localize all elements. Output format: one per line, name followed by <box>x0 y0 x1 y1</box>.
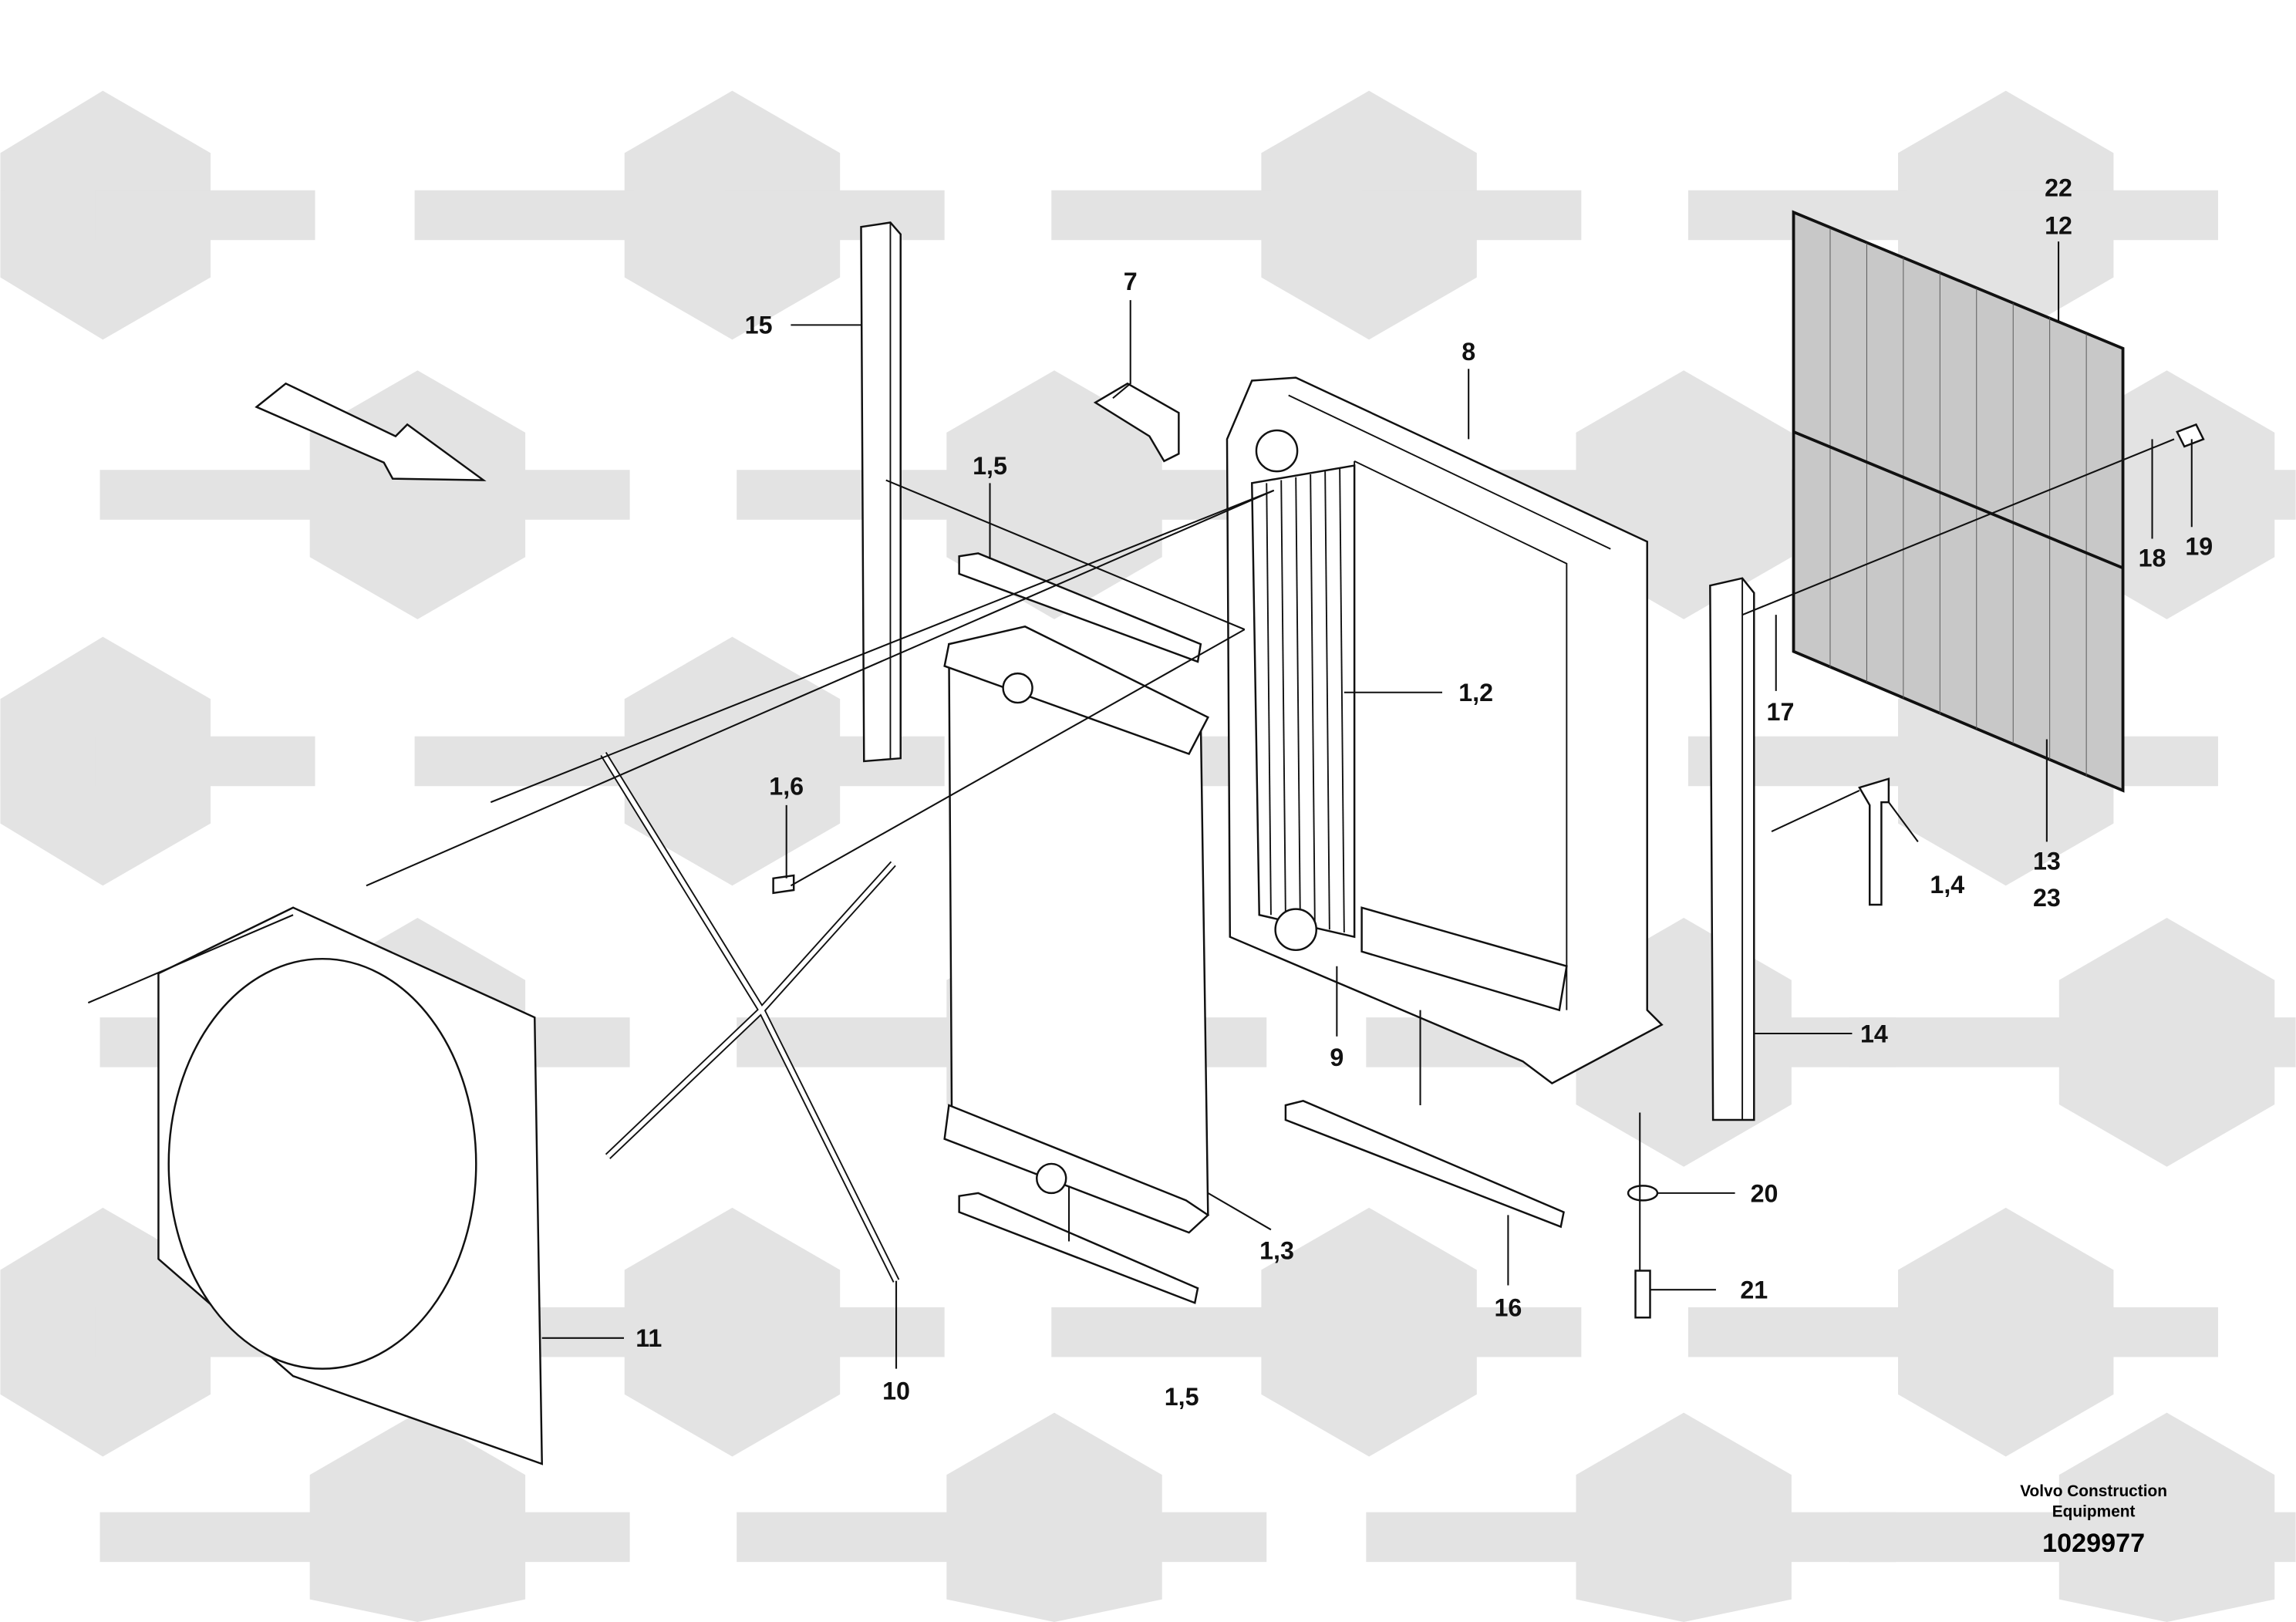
watermark-band <box>1366 1512 1586 1563</box>
callout-16: 16 <box>1494 1293 1522 1321</box>
watermark-band <box>724 1307 945 1357</box>
watermark-band <box>1998 190 2218 241</box>
watermark-tile <box>1849 918 2296 1167</box>
watermark-band <box>737 470 956 520</box>
callout-13: 13 <box>2033 847 2061 875</box>
watermark-band <box>1051 190 1271 241</box>
part-19-wing-nut <box>2176 423 2205 448</box>
watermark-band <box>410 1512 630 1563</box>
watermark-tile <box>1687 1207 2218 1457</box>
watermark-tile <box>414 1207 945 1457</box>
upper-pipe-port <box>1255 429 1299 473</box>
part-15-support-bar <box>860 221 902 763</box>
watermark-tile <box>99 1412 630 1622</box>
part-16-seal-strip <box>1284 1100 1565 1229</box>
callout-1-4: 1,4 <box>1930 871 1964 899</box>
callout-8: 8 <box>1462 338 1475 366</box>
cooler-fins <box>1266 468 1345 933</box>
watermark-band <box>2159 470 2296 520</box>
watermark-band <box>1849 1017 2069 1067</box>
watermark-tile <box>1849 1412 2296 1622</box>
watermark-band <box>1687 1307 1908 1357</box>
watermark-band <box>1361 1307 1582 1357</box>
watermark-tile <box>0 1207 315 1457</box>
watermark-band <box>0 1307 5 1357</box>
part-7-bracket <box>1093 382 1180 463</box>
watermark-band <box>724 190 945 241</box>
lower-pipe-port <box>1274 908 1318 952</box>
company-name-line2: Equipment <box>2052 1502 2136 1520</box>
company-name-line1: Volvo Construction <box>2020 1482 2167 1500</box>
part-21-bolt <box>1634 1270 1651 1319</box>
callout-17: 17 <box>1767 698 1795 726</box>
watermark-band <box>1361 190 1582 241</box>
callout-10: 10 <box>882 1378 910 1405</box>
part-1-6-fitting <box>772 874 795 895</box>
part-1-5-seal-strip-bottom <box>958 1192 1199 1304</box>
part-20-washer <box>1627 1185 1659 1202</box>
callout-15: 15 <box>745 312 773 339</box>
watermark-band <box>0 190 5 241</box>
callout-9: 9 <box>1330 1044 1344 1071</box>
callout-18: 18 <box>2139 545 2166 572</box>
fan-opening <box>167 957 477 1370</box>
watermark-tile <box>1051 90 1582 340</box>
watermark-band <box>2159 1512 2296 1563</box>
callout-20: 20 <box>1751 1179 1778 1207</box>
callout-21: 21 <box>1740 1276 1768 1304</box>
leader-lines <box>87 241 2193 1369</box>
callout-23: 23 <box>2033 884 2061 912</box>
watermark-band <box>414 190 635 241</box>
watermark-band <box>95 736 315 787</box>
callout-1-3: 1,3 <box>1259 1236 1294 1264</box>
watermark-band <box>2159 1017 2296 1067</box>
callout-1-6: 1,6 <box>769 773 804 801</box>
callout-1-5-bottom: 1,5 <box>1165 1383 1199 1411</box>
part-1-5-seal-strip-top <box>958 552 1202 663</box>
watermark-band <box>1849 1512 2069 1563</box>
watermark-band <box>99 470 320 520</box>
watermark-band <box>1051 1307 1271 1357</box>
watermark-band <box>1047 1512 1267 1563</box>
drawing-number: 1029977 <box>2042 1529 2145 1558</box>
callout-7: 7 <box>1124 268 1138 295</box>
watermark-band <box>0 736 5 787</box>
callout-1-5-top: 1,5 <box>973 452 1007 480</box>
part-14-support-bar <box>1709 577 1755 1121</box>
watermark-band <box>414 736 635 787</box>
airflow-arrow <box>255 382 487 481</box>
watermark-tile <box>737 1412 1267 1622</box>
watermark-tile <box>99 370 630 619</box>
callout-22: 22 <box>2045 174 2072 201</box>
watermark-band <box>99 1512 320 1563</box>
callout-11: 11 <box>636 1324 662 1352</box>
watermark-tile <box>0 636 315 886</box>
part-1-4-sensor <box>1858 777 1890 906</box>
watermark-tile <box>0 90 315 340</box>
watermark-band <box>724 736 945 787</box>
watermark-band <box>1998 1307 2218 1357</box>
watermark-band <box>95 190 315 241</box>
callout-1-2: 1,2 <box>1458 679 1493 706</box>
callout-19: 19 <box>2185 532 2213 560</box>
callout-14: 14 <box>1860 1020 1888 1047</box>
watermark-tile <box>414 90 945 340</box>
screen-mesh <box>1792 228 2124 776</box>
watermark-tile <box>1051 1207 1582 1457</box>
watermark-band <box>737 1512 956 1563</box>
watermark-tile <box>1366 1412 1896 1622</box>
callout-12: 12 <box>2045 212 2072 240</box>
